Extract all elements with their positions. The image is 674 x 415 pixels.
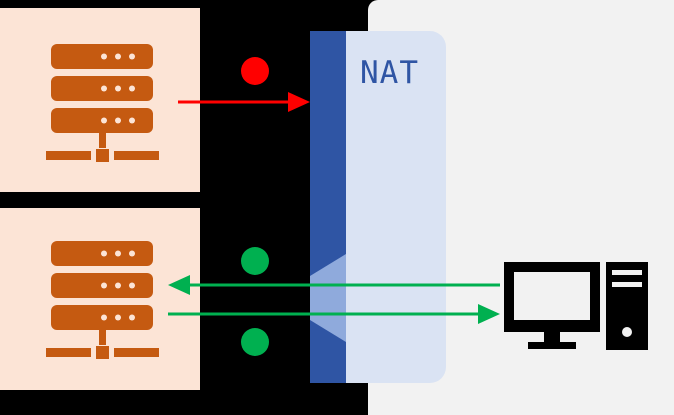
- server-icon: [46, 44, 159, 162]
- nat-opening-wedge: [310, 254, 346, 342]
- server-icon: [46, 241, 159, 359]
- blocked-arrow: [178, 92, 310, 112]
- outbound-arrow: [168, 304, 500, 324]
- return-arrow: [168, 275, 500, 295]
- nat-label: NAT: [360, 55, 419, 91]
- server-lights-top: [101, 53, 135, 124]
- blocked-indicator: [241, 57, 269, 85]
- server-lights-bottom: [101, 250, 135, 321]
- desktop-computer-icon: [504, 262, 648, 350]
- server-panel-bottom: [0, 208, 200, 390]
- allowed-indicator-bottom: [241, 328, 269, 356]
- allowed-indicator-top: [241, 247, 269, 275]
